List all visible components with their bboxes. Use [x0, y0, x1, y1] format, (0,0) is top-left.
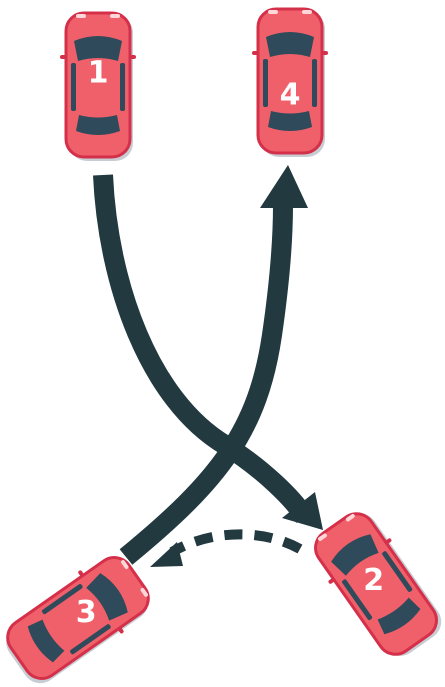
car-2: 2: [304, 503, 445, 668]
car-1-label: 1: [88, 56, 109, 91]
arrowhead-to-car-4: [260, 165, 308, 208]
car-3-label: 3: [76, 595, 97, 630]
car-4: 4: [252, 9, 328, 157]
car-2-label: 2: [363, 563, 384, 598]
path-2-to-3: [150, 534, 300, 567]
car-1: 1: [60, 13, 136, 161]
car-3: 3: [0, 546, 159, 687]
car-4-label: 4: [280, 78, 301, 113]
